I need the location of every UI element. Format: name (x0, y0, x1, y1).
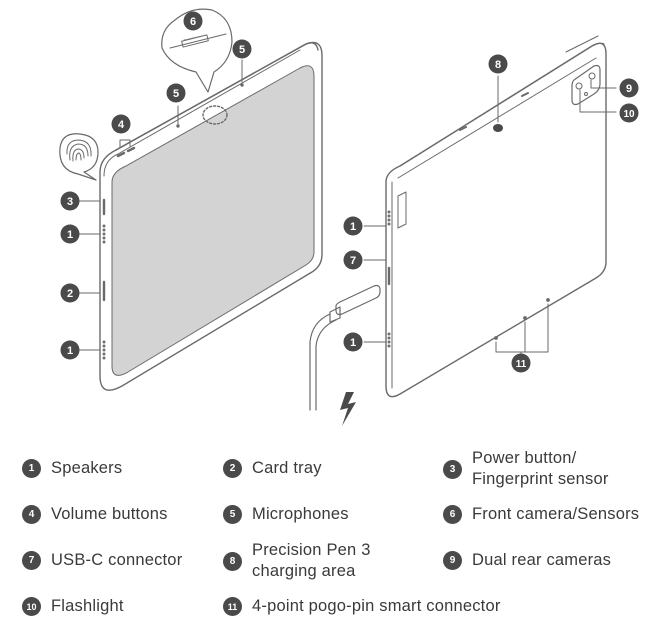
svg-text:5: 5 (173, 88, 179, 100)
svg-text:1: 1 (350, 337, 356, 349)
svg-text:5: 5 (239, 44, 245, 56)
legend-item-11: 11 4-point pogo-pin smart connector (223, 596, 501, 617)
pen-charging-mark (493, 124, 503, 132)
svg-text:4: 4 (118, 119, 125, 131)
callout-1-front-bottom: 1 (60, 340, 80, 360)
legend-label: Speakers (51, 459, 123, 477)
legend-badge: 6 (443, 505, 462, 524)
svg-text:3: 3 (67, 196, 73, 208)
legend-badge: 9 (443, 551, 462, 570)
svg-text:6: 6 (190, 16, 196, 28)
pen-charging-area (397, 191, 407, 229)
legend-item-4: 4 Volume buttons (22, 504, 168, 525)
svg-text:1: 1 (350, 221, 356, 233)
legend-item-8: 8 Precision Pen 3 charging area (223, 540, 371, 582)
front-speaker-bottom (102, 340, 106, 360)
callout-6: 6 (183, 11, 203, 31)
rear-camera-module (571, 64, 601, 106)
legend-item-3: 3 Power button/ Fingerprint sensor (443, 448, 609, 490)
legend-badge: 11 (223, 597, 242, 616)
svg-text:9: 9 (626, 83, 632, 95)
legend-badge: 10 (22, 597, 41, 616)
legend-badge: 7 (22, 551, 41, 570)
callout-1-rear-bottom: 1 (343, 332, 363, 352)
callout-8: 8 (488, 54, 508, 74)
legend-label: Microphones (252, 505, 349, 523)
legend-badge: 4 (22, 505, 41, 524)
svg-text:1: 1 (67, 229, 73, 241)
svg-text:1: 1 (67, 345, 73, 357)
camera-zoom-bubble (161, 8, 233, 93)
callout-7: 7 (343, 250, 363, 270)
legend-badge: 3 (443, 459, 462, 479)
front-camera-highlight (202, 105, 228, 125)
legend: 1 Speakers 2 Card tray 3 Power button/ F… (0, 440, 669, 626)
front-screen (111, 65, 315, 376)
callout-9: 9 (619, 78, 639, 98)
rear-speaker-top (387, 210, 391, 226)
legend-label: Front camera/Sensors (472, 505, 640, 523)
fingerprint-icon (59, 133, 99, 181)
legend-item-10: 10 Flashlight (22, 596, 124, 617)
legend-item-6: 6 Front camera/Sensors (443, 504, 639, 525)
callout-5-left: 5 (166, 83, 186, 103)
svg-text:2: 2 (67, 288, 73, 300)
callout-3: 3 (60, 191, 80, 211)
legend-label: USB-C connector (51, 551, 183, 569)
legend-label: Flashlight (51, 597, 124, 615)
front-body-outline (99, 41, 323, 391)
rear-body-outline (385, 42, 607, 398)
volume-button-2 (126, 146, 136, 153)
legend-item-9: 9 Dual rear cameras (443, 550, 611, 571)
rear-speaker-bottom (387, 332, 391, 348)
legend-label: 4-point pogo-pin smart connector (252, 597, 501, 615)
legend-badge: 5 (223, 505, 242, 524)
svg-text:10: 10 (623, 109, 635, 120)
callout-1-rear-top: 1 (343, 216, 363, 236)
usb-c-cable (309, 284, 381, 411)
legend-badge: 2 (223, 459, 242, 478)
legend-label: Power button/ Fingerprint sensor (472, 449, 609, 488)
legend-label: Precision Pen 3 charging area (252, 541, 371, 580)
svg-text:7: 7 (350, 255, 356, 267)
rear-view (309, 35, 617, 426)
legend-label: Dual rear cameras (472, 551, 612, 569)
front-speaker-top (102, 224, 106, 244)
callout-4: 4 (111, 114, 131, 134)
legend-item-2: 2 Card tray (223, 458, 322, 479)
legend-item-5: 5 Microphones (223, 504, 349, 525)
tablet-diagram: 6 5 5 4 3 1 2 1 8 9 10 1 7 1 11 (59, 8, 639, 426)
legend-item-7: 7 USB-C connector (22, 550, 182, 571)
svg-text:11: 11 (516, 359, 527, 370)
legend-badge: 8 (223, 551, 242, 571)
legend-label: Volume buttons (51, 505, 168, 523)
callout-5-top: 5 (232, 39, 252, 59)
callout-1-front-top: 1 (60, 224, 80, 244)
callout-2: 2 (60, 283, 80, 303)
lightning-icon (340, 392, 356, 426)
legend-label: Card tray (252, 459, 322, 477)
svg-text:8: 8 (495, 59, 501, 71)
callout-10: 10 (619, 103, 639, 123)
legend-item-1: 1 Speakers (22, 458, 122, 479)
volume-button-1 (116, 151, 126, 158)
legend-badge: 1 (22, 459, 41, 478)
callout-11: 11 (511, 353, 531, 373)
front-view (59, 8, 323, 391)
